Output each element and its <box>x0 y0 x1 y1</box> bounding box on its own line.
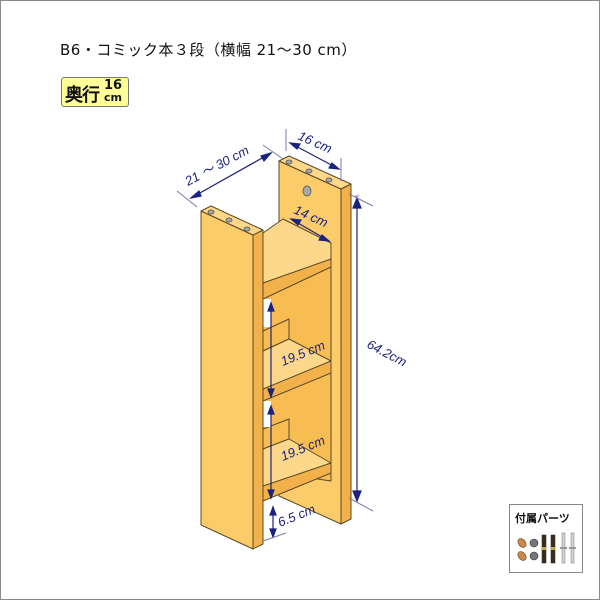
page-title: B6・コミック本３段（横幅 21～30 cm） <box>60 41 357 59</box>
dowel-icon <box>517 551 527 561</box>
depth-outer-label: 16 cm <box>296 128 335 156</box>
cam-hole <box>302 185 312 197</box>
cam-nut-icon <box>529 538 539 548</box>
cam-nut-icon <box>529 551 539 561</box>
depth-unit: cm <box>104 91 122 104</box>
parts-icons <box>517 532 576 564</box>
dowel-icon <box>517 538 527 548</box>
parts-title: 付属パーツ <box>515 512 570 525</box>
depth-value: 16 <box>104 78 123 93</box>
width-label: 21 ～ 30 cm <box>181 142 251 189</box>
left-side-panel <box>200 210 254 550</box>
total-height-label: 64.2cm <box>365 336 410 369</box>
depth-label: 奥行 <box>65 85 100 106</box>
included-parts-box: 付属パーツ <box>509 504 583 573</box>
bottom-clearance-label: 6.5 cm <box>276 501 318 530</box>
depth-badge: 奥行 16 cm <box>61 77 129 107</box>
